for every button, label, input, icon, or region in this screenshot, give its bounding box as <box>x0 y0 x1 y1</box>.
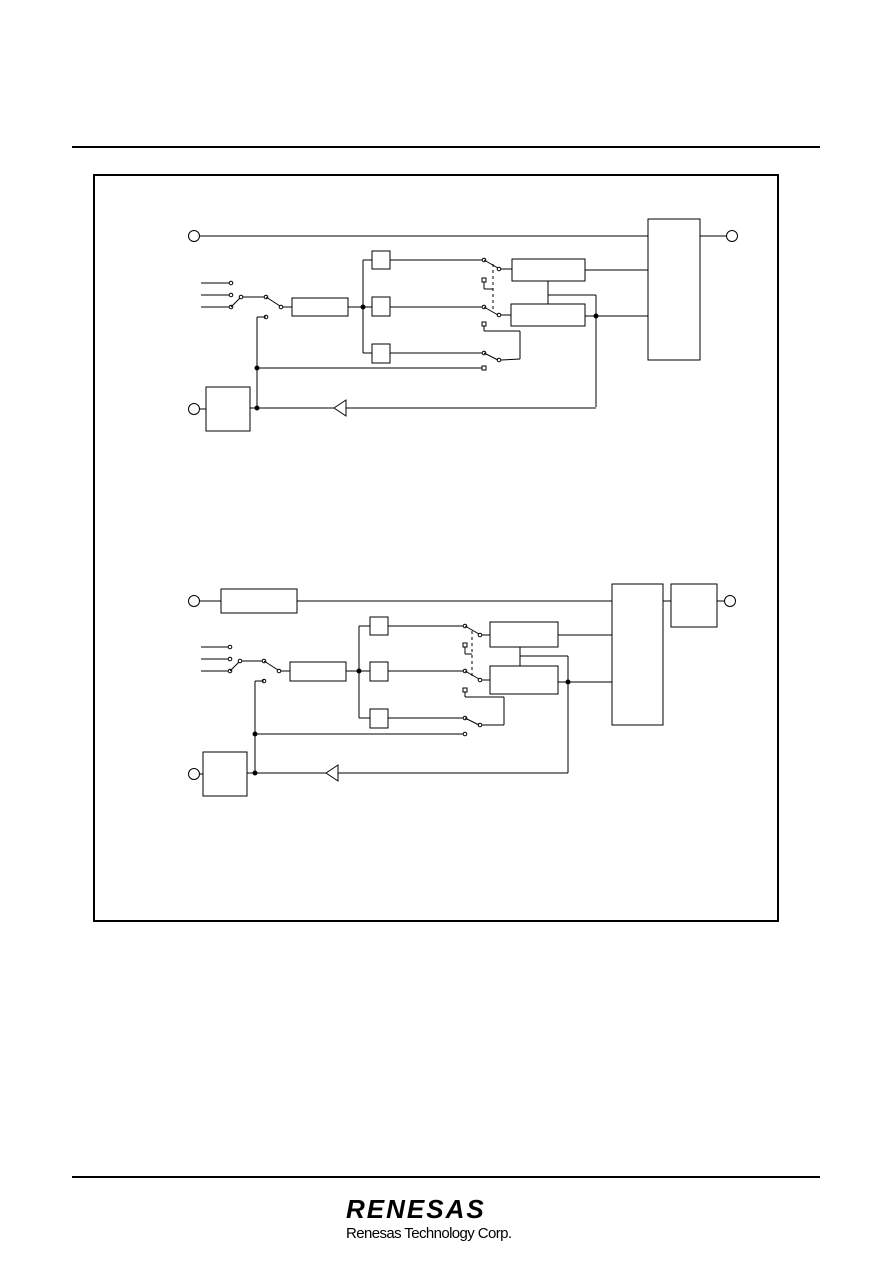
small-block <box>369 661 389 682</box>
output-pin <box>726 230 738 242</box>
header-rule <box>72 146 820 148</box>
register-block <box>489 665 559 695</box>
footer-rule <box>72 1176 820 1178</box>
selector-switch <box>230 297 241 308</box>
register-block <box>511 258 586 282</box>
figure-frame <box>93 174 779 922</box>
input-pin <box>188 595 200 607</box>
renesas-logo: RENESAS Renesas Technology Corp. <box>346 1196 546 1243</box>
control-pin <box>188 403 200 415</box>
control-block <box>202 751 248 797</box>
control-block <box>205 386 251 432</box>
register-block <box>510 303 586 327</box>
block-diagram-bottom <box>188 583 736 797</box>
company-name: Renesas Technology Corp. <box>346 1225 512 1242</box>
buffer-triangle <box>325 764 339 782</box>
register-block <box>489 621 559 648</box>
output-block <box>611 583 664 726</box>
small-block <box>369 616 389 636</box>
control-pin <box>188 768 200 780</box>
small-block <box>371 343 391 364</box>
switch <box>265 296 281 307</box>
small-block <box>371 296 391 317</box>
small-block <box>369 708 389 729</box>
output-driver-block <box>670 583 718 628</box>
middle-block <box>291 297 349 317</box>
output-block <box>647 218 701 361</box>
small-block <box>371 250 391 270</box>
middle-block <box>289 661 347 682</box>
logo-wordmark: RENESAS <box>346 1194 486 1224</box>
input-block <box>220 588 298 614</box>
block-diagram-top <box>188 218 738 432</box>
switch <box>263 660 279 671</box>
buffer-triangle <box>333 399 347 417</box>
output-pin <box>724 595 736 607</box>
selector-switch <box>229 661 240 672</box>
input-pin <box>188 230 200 242</box>
